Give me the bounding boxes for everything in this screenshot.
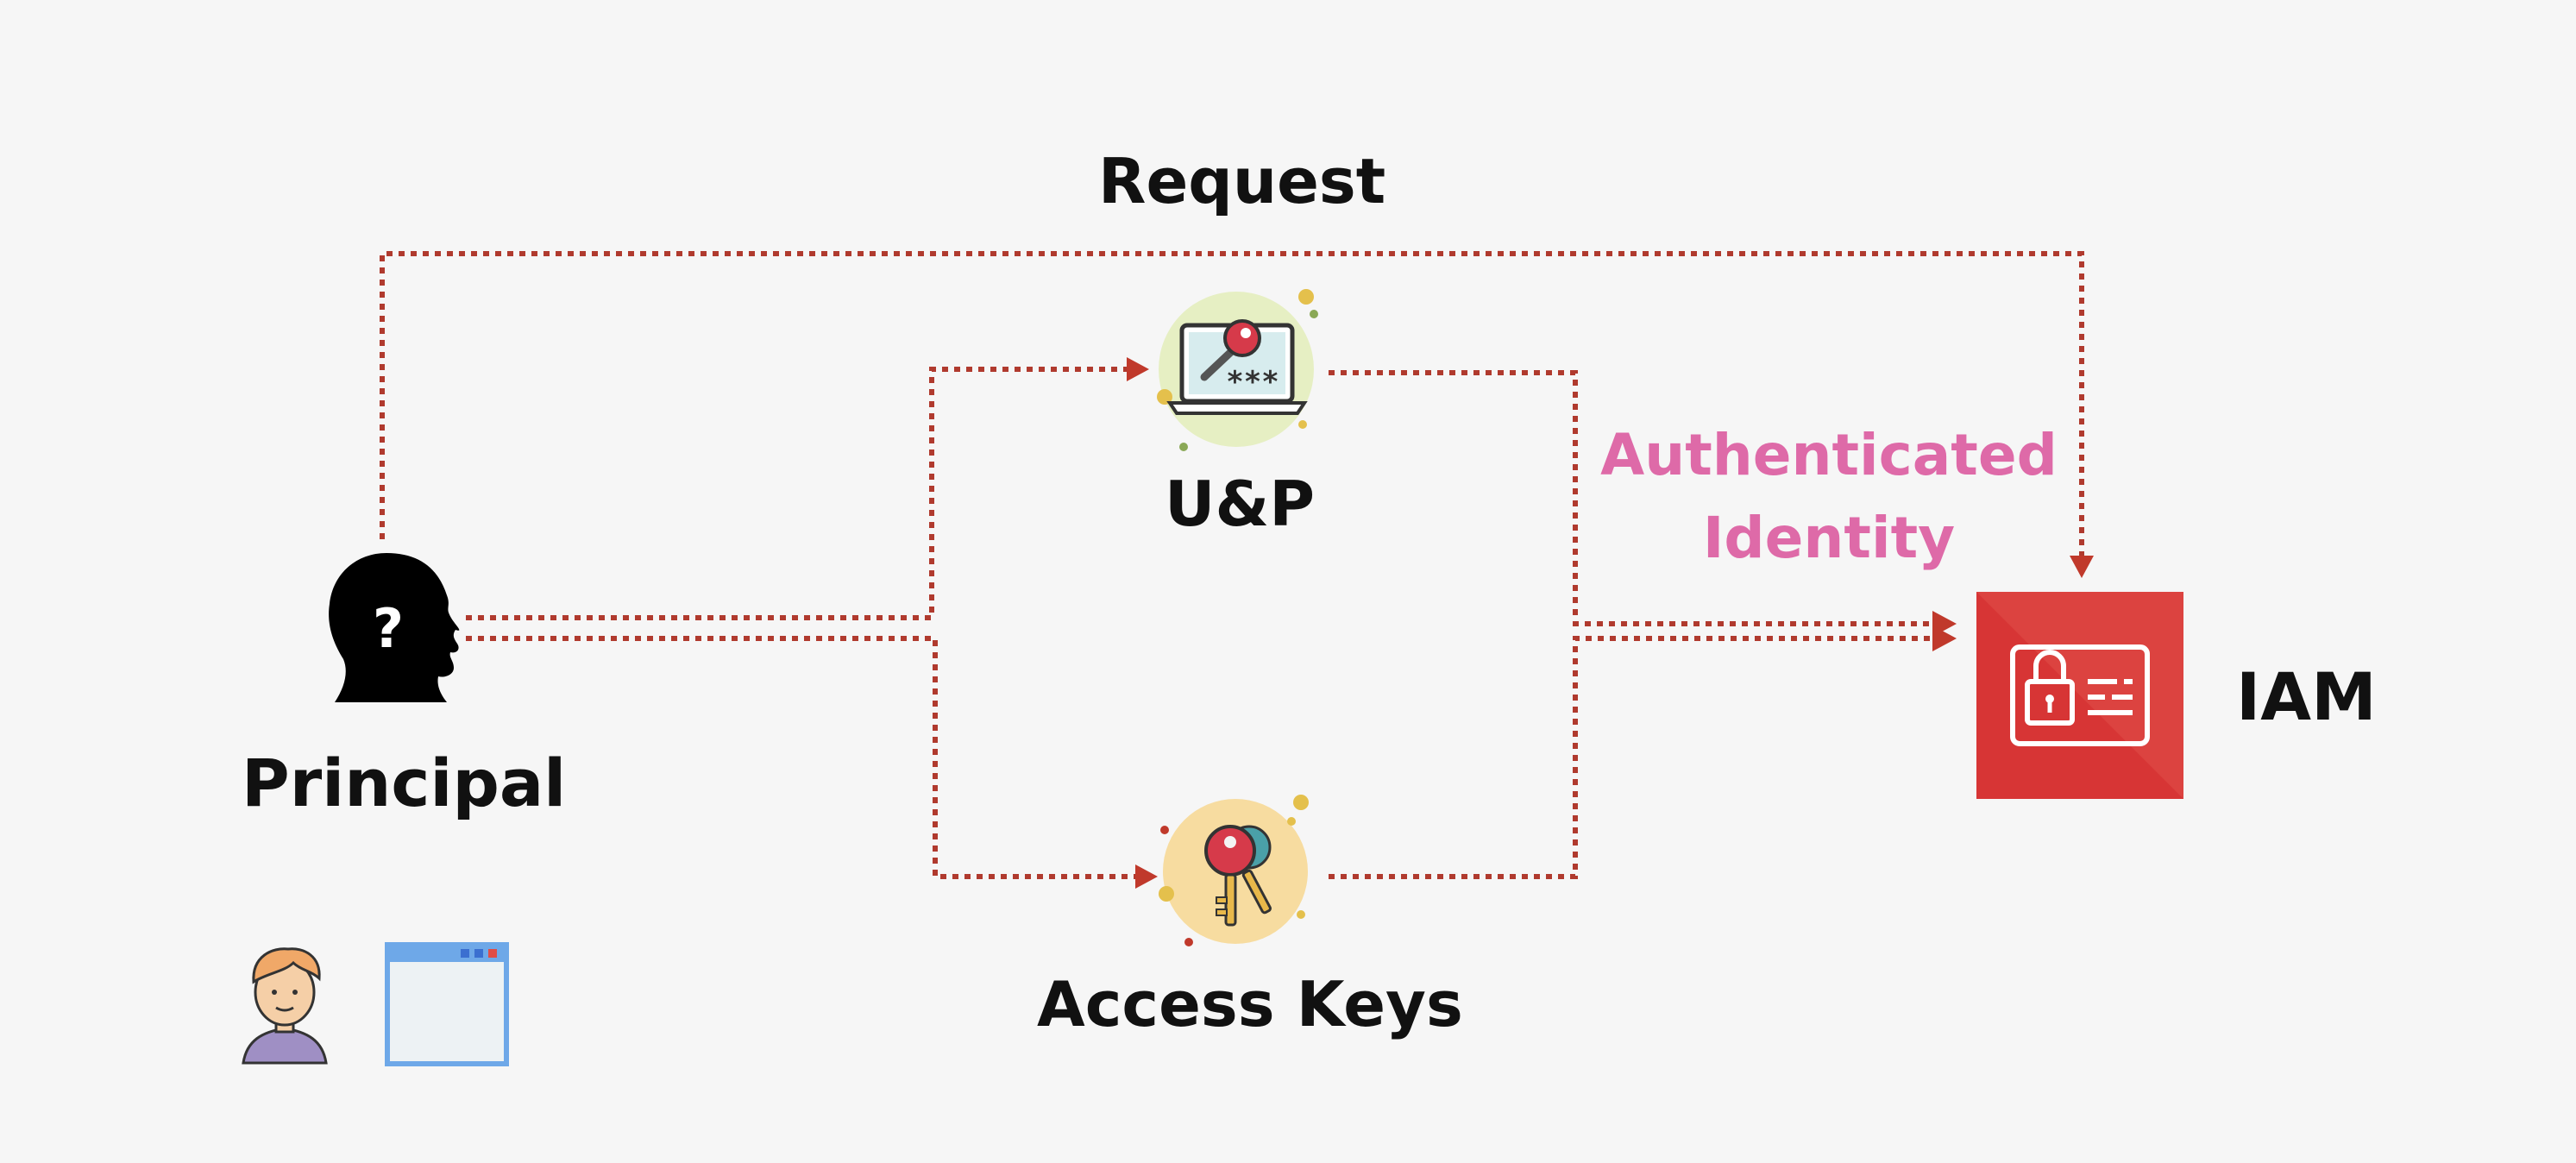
access-keys-icon	[1159, 795, 1309, 946]
laptop-password-key-icon: ***	[1157, 289, 1318, 451]
authenticated-line: Authenticated	[1600, 422, 2058, 488]
iam-arrowhead-lower	[1932, 626, 1957, 651]
password-mask: ***	[1226, 365, 1279, 399]
keys-to-iam-connector	[1329, 636, 1932, 879]
up-label: U&P	[1165, 468, 1316, 540]
keys-arrowhead	[1135, 864, 1158, 889]
iam-label: IAM	[2236, 658, 2377, 735]
access-keys-label: Access Keys	[1037, 968, 1463, 1040]
person-avatar-icon	[242, 947, 328, 1065]
principal-to-up-connector	[466, 367, 1132, 620]
application-window-icon	[385, 942, 509, 1066]
up-arrowhead	[1127, 357, 1149, 381]
request-label: Request	[1098, 145, 1386, 217]
head-question-mark: ?	[373, 597, 404, 660]
principal-to-keys-connector	[466, 636, 1140, 879]
up-to-iam-connector	[1329, 370, 1932, 626]
iam-identity-card-icon	[1976, 592, 2183, 799]
authenticated-identity-label: Authenticated Identity	[1579, 414, 2079, 579]
head-silhouette-question-icon: ?	[329, 553, 460, 702]
request-arrowhead	[2070, 556, 2094, 578]
identity-line: Identity	[1702, 504, 1956, 571]
request-connector	[380, 251, 2084, 559]
principal-label: Principal	[242, 745, 567, 821]
